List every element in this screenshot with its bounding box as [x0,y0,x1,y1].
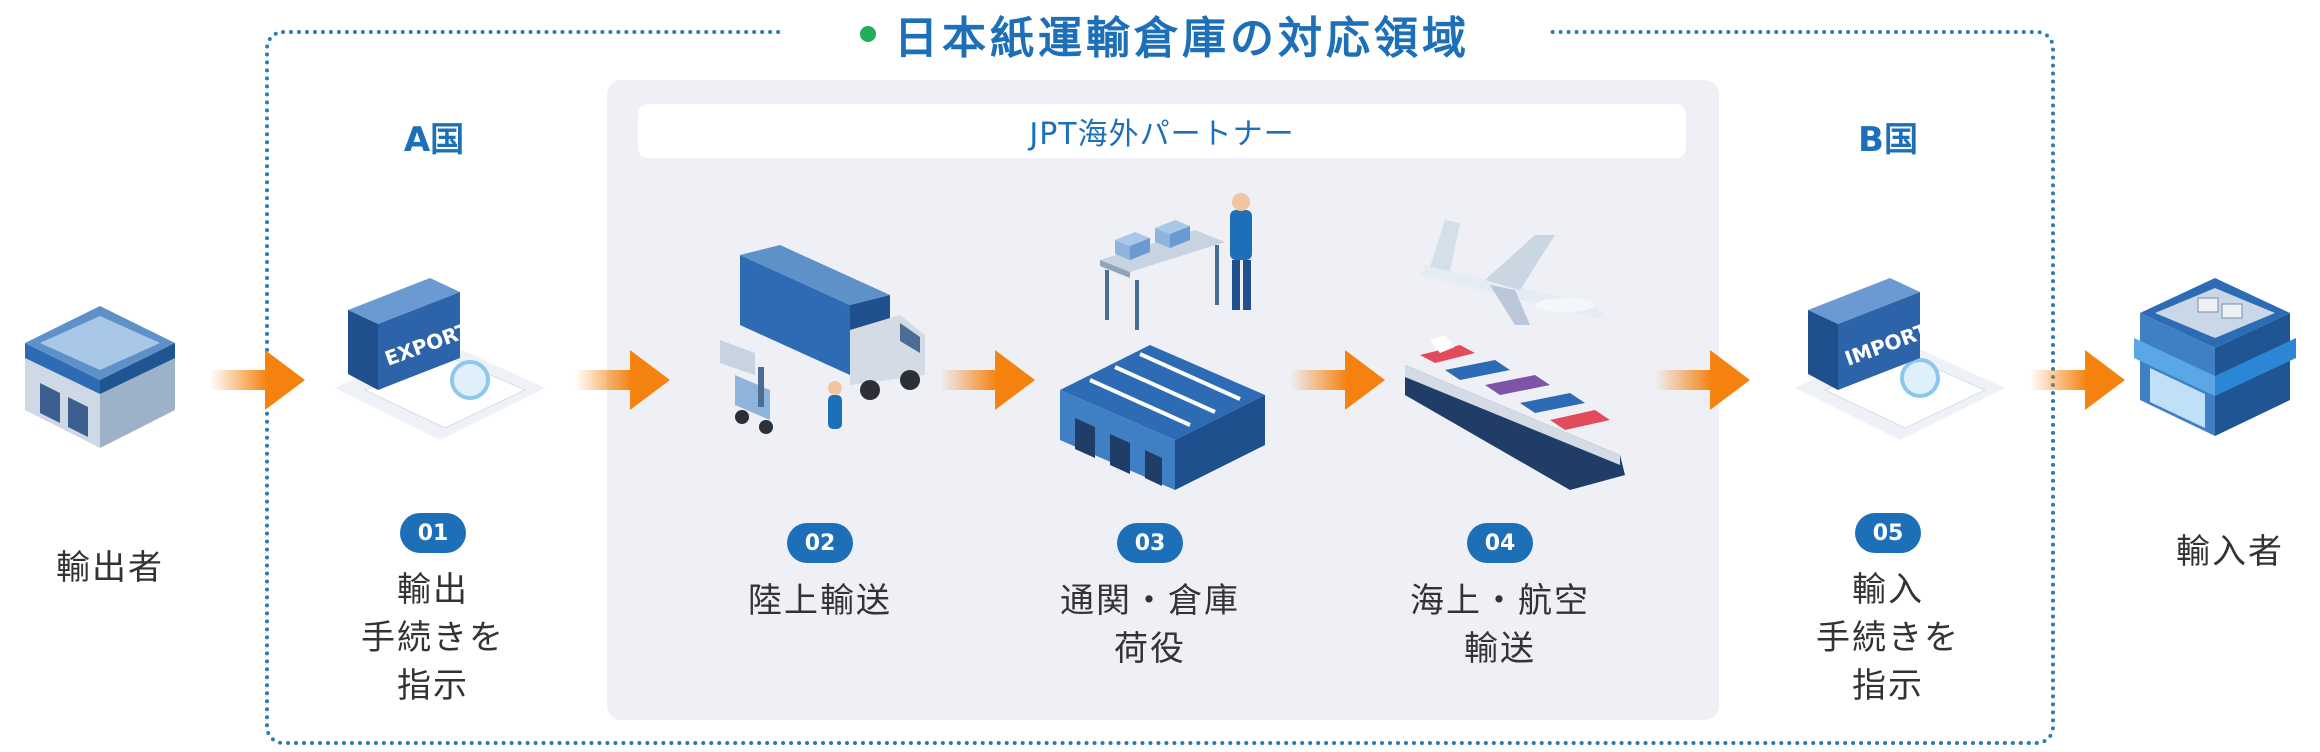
step-05-line3: 指示 [1852,666,1924,706]
title-dot-icon [860,26,876,42]
step-05-line1: 輸入 [1852,570,1924,610]
flow-arrow-3 [940,350,1035,410]
flow-arrow-1 [210,350,305,410]
step-badge-04: 04 [1467,523,1533,563]
step-01-line3: 指示 [397,666,469,706]
title-block: 日本紙運輸倉庫の対応領域 [780,0,1550,68]
page-title: 日本紙運輸倉庫の対応領域 [894,13,1470,64]
step-badge-02: 02 [787,523,853,563]
container-ship-icon [1400,325,1630,495]
flow-arrow-4 [1290,350,1385,410]
step-03-label: 通関・倉庫 荷役 [1030,577,1270,673]
conveyor-worker-icon [1095,190,1285,340]
step-04-label: 海上・航空 輸送 [1380,577,1620,673]
step-01-line1: 輸出 [397,570,469,610]
flow-arrow-2 [575,350,670,410]
step-02-label: 陸上輸送 [700,577,940,625]
country-a-label: A国 [403,120,465,160]
step-01-line2: 手続きを [361,618,505,658]
warehouse-icon [1050,340,1270,490]
partner-label: JPT海外パートナー [638,104,1686,158]
country-b-label: B国 [1858,120,1918,160]
exporter-label: 輸出者 [56,548,164,588]
exporter-building-icon [20,298,180,458]
step-05-line2: 手続きを [1816,618,1960,658]
step-badge-03: 03 [1117,523,1183,563]
step-04-line1: 海上・航空 [1410,581,1590,621]
step-01-label: 輸出 手続きを 指示 [333,566,533,710]
truck-forklift-icon [700,245,930,445]
step-badge-05: 05 [1855,513,1921,553]
import-container-icon: IMPORT [1790,270,2010,455]
export-container-icon: EXPORT [330,270,550,455]
step-03-line1: 通関・倉庫 [1060,581,1240,621]
step-02-line1: 陸上輸送 [748,581,892,621]
importer-store-icon [2130,268,2300,448]
step-badge-01: 01 [400,513,466,553]
step-05-label: 輸入 手続きを 指示 [1788,566,1988,710]
importer-label: 輸入者 [2176,532,2284,572]
airplane-icon [1415,195,1615,335]
flow-arrow-5 [1655,350,1750,410]
step-04-line2: 輸送 [1464,629,1536,669]
step-03-line2: 荷役 [1114,629,1186,669]
flow-arrow-6 [2030,350,2125,410]
